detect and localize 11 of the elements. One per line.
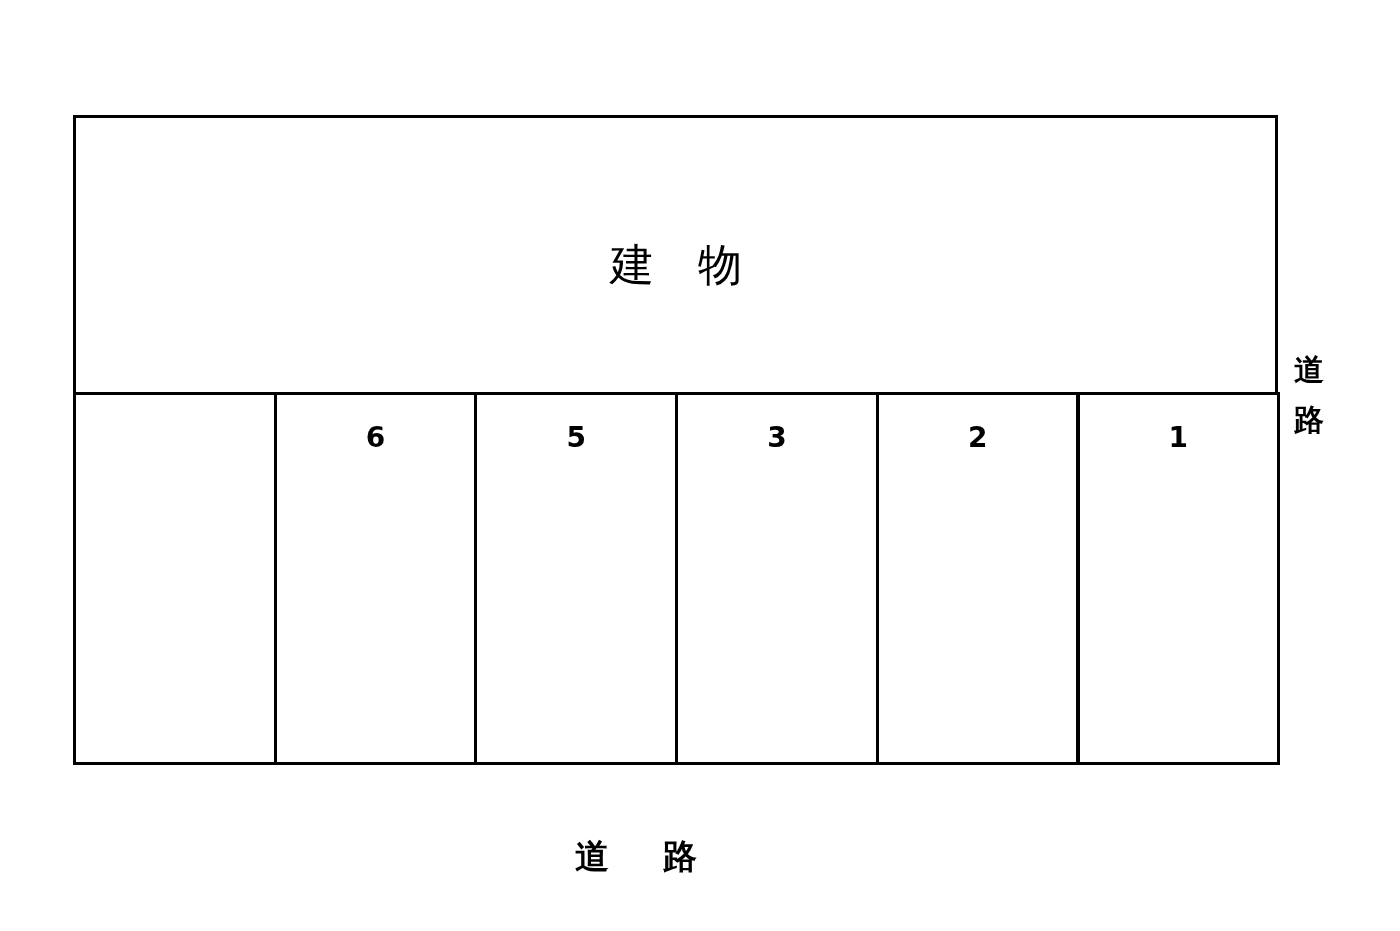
- building-label: 建 物: [608, 238, 743, 292]
- space-number: 2: [966, 421, 989, 454]
- road-label: 道路: [1294, 351, 1325, 439]
- road-label: 道 路: [575, 835, 707, 878]
- parking-space: [73, 392, 277, 765]
- space-number: 1: [1167, 421, 1190, 454]
- space-number: 5: [565, 421, 587, 454]
- parking-space: [1076, 392, 1281, 765]
- building-area: [73, 115, 1278, 395]
- space-number: 6: [364, 421, 387, 454]
- space-number: 3: [766, 421, 788, 454]
